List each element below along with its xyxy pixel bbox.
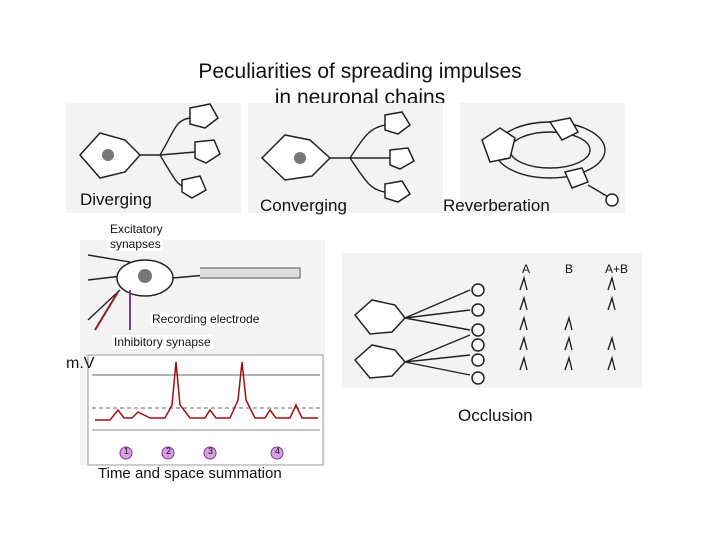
label-reverberation: Reverberation <box>443 196 550 216</box>
label-recording-electrode: Recording electrode <box>150 312 261 326</box>
occlusion-col-ab: A+B <box>603 262 630 276</box>
occlusion-col-b: B <box>563 262 575 276</box>
occlusion-col-a: A <box>520 262 532 276</box>
label-synapses: synapses <box>108 237 163 251</box>
summation-marker-3: 3 <box>206 446 215 456</box>
label-inhibitory-synapse: Inhibitory synapse <box>112 335 213 349</box>
label-summation: Time and space summation <box>98 465 282 482</box>
label-mv: m.V <box>66 355 94 373</box>
summation-marker-4: 4 <box>273 446 282 456</box>
summation-marker-1: 1 <box>122 446 131 456</box>
label-converging: Converging <box>260 196 347 216</box>
label-diverging: Diverging <box>80 190 152 210</box>
summation-marker-2: 2 <box>164 446 173 456</box>
label-occlusion: Occlusion <box>458 406 533 426</box>
label-excitatory: Excitatory <box>108 222 165 236</box>
